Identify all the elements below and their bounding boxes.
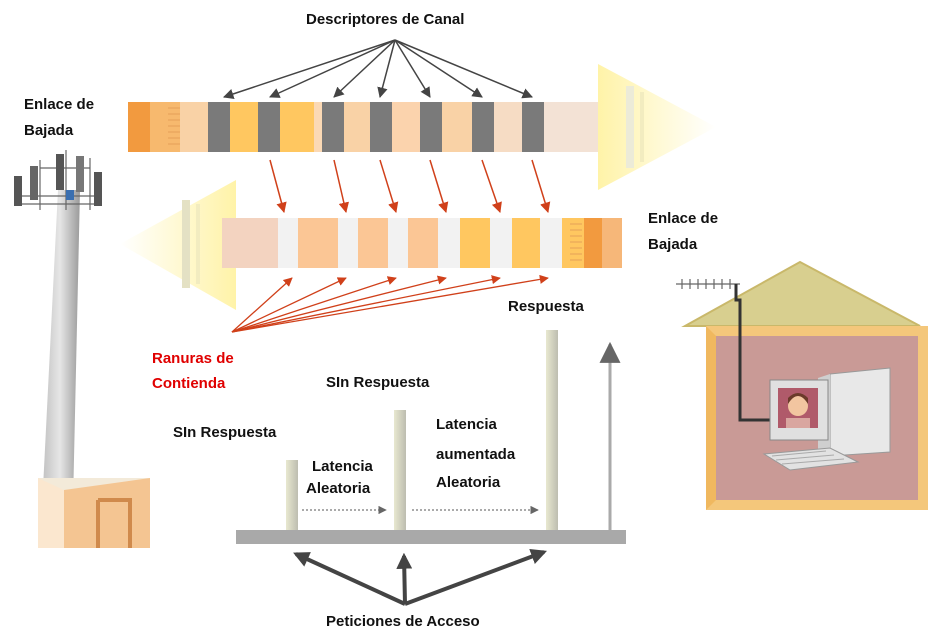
- random-latency-label-line2: Aleatoria: [306, 480, 371, 497]
- increased-latency-label-line3: Aleatoria: [436, 474, 501, 491]
- slot-light: [540, 218, 562, 268]
- increased-latency-label-line1: Latencia: [436, 416, 497, 433]
- response-label: Respuesta: [508, 298, 584, 315]
- downlink-right-label-line2: Bajada: [648, 236, 698, 253]
- access-requests-label: Peticiones de Acceso: [326, 613, 480, 630]
- channel-descriptors-label: Descriptores de Canal: [306, 11, 465, 28]
- attempt-bar-2: [394, 410, 406, 530]
- slot-gray: [322, 102, 344, 152]
- access-request-arrows: [293, 548, 547, 606]
- antenna-icon: [676, 279, 740, 289]
- slot-light: [388, 218, 408, 268]
- downstream-arrowhead: [598, 64, 716, 190]
- upstream-arrow: [120, 180, 622, 310]
- timeline: [236, 330, 626, 544]
- slot-gray: [420, 102, 442, 152]
- contention-slots-label-line1: Ranuras de: [152, 350, 234, 367]
- slot-light: [278, 218, 298, 268]
- slot-light: [490, 218, 512, 268]
- slot-gray: [370, 102, 392, 152]
- attempt-bar-1: [286, 460, 298, 530]
- increased-latency-label-line2: aumentada: [436, 446, 516, 463]
- slot-gray: [258, 102, 280, 152]
- attempt-bar-3: [546, 330, 558, 530]
- timeline-baseline: [236, 530, 626, 544]
- contention-arrows: [231, 274, 549, 333]
- downlink-right-label-line1: Enlace de: [648, 210, 719, 227]
- downstream-arrow: [128, 64, 716, 190]
- descriptor-arrows: [223, 39, 533, 99]
- cell-tower-icon: [14, 150, 150, 548]
- downlink-left-label-line2: Bajada: [24, 122, 74, 139]
- no-response-label-1: SIn Respuesta: [173, 424, 277, 441]
- downlink-left-label-line1: Enlace de: [24, 96, 95, 113]
- contention-slots-label-line2: Contienda: [152, 375, 226, 392]
- upstream-arrowhead: [120, 180, 236, 310]
- slot-gray: [472, 102, 494, 152]
- slot-light: [338, 218, 358, 268]
- slot-gray: [208, 102, 230, 152]
- no-response-label-2: SIn Respuesta: [326, 374, 430, 391]
- slot-light: [438, 218, 460, 268]
- random-latency-label-line1: Latencia: [312, 458, 373, 475]
- computer-icon: [762, 367, 891, 471]
- mapping-arrows: [269, 159, 551, 214]
- slot-gray: [522, 102, 544, 152]
